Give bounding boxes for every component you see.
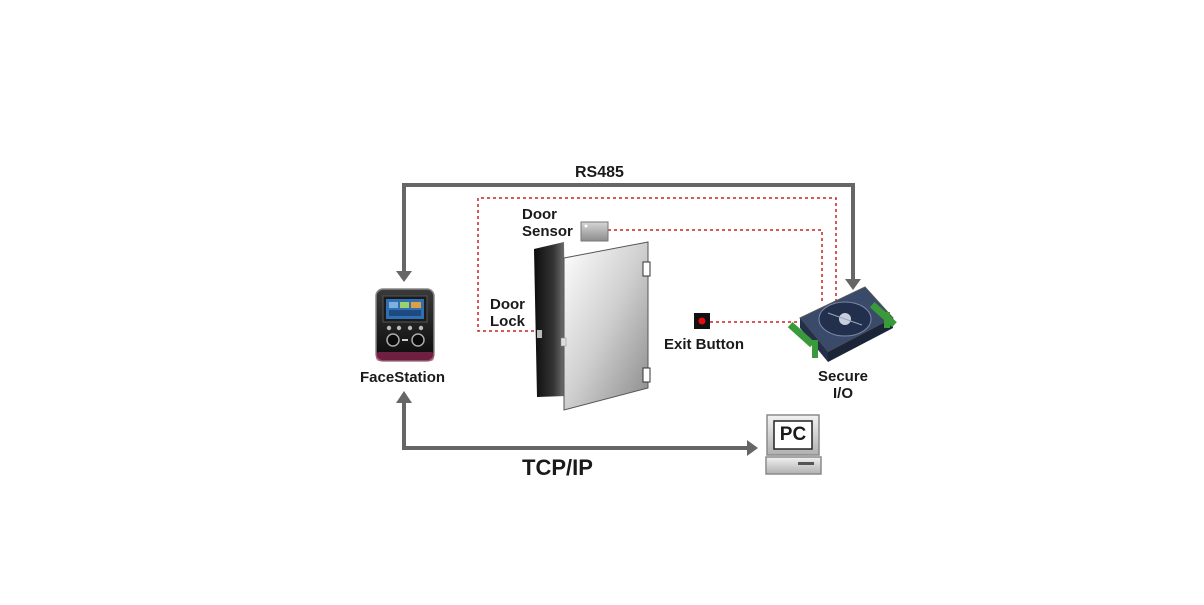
door-sensor-label-line2: Sensor bbox=[522, 223, 573, 240]
door-lock-label-line1: Door bbox=[490, 296, 525, 313]
pc-label: PC bbox=[779, 424, 807, 445]
door-sensor-icon bbox=[580, 221, 609, 242]
arrow-right-pc-icon bbox=[747, 440, 758, 456]
arrow-down-secure-io-icon bbox=[845, 279, 861, 290]
door-lock-label: Door Lock bbox=[490, 296, 525, 330]
secure-io-label-line1: Secure bbox=[817, 368, 869, 385]
tcpip-label: TCP/IP bbox=[522, 455, 593, 480]
exit-button-label: Exit Button bbox=[664, 336, 744, 353]
door bbox=[534, 241, 651, 411]
facestation-device-icon bbox=[375, 288, 435, 362]
secure-io-module-icon bbox=[787, 286, 897, 362]
door-hinge-top bbox=[642, 261, 651, 277]
rs485-line bbox=[396, 183, 861, 290]
door-sensor-label: Door Sensor bbox=[522, 206, 573, 240]
pc-icon bbox=[765, 414, 822, 475]
secure-io-label: Secure I/O bbox=[808, 368, 878, 402]
wiring-dotted bbox=[477, 197, 837, 332]
arrow-up-facestation-icon bbox=[396, 391, 412, 403]
facestation-label: FaceStation bbox=[360, 369, 446, 386]
door-latch bbox=[560, 337, 567, 347]
arrow-down-facestation-icon bbox=[396, 271, 412, 282]
door-hinge-bottom bbox=[642, 367, 651, 383]
exit-button-icon bbox=[694, 313, 710, 329]
tcpip-line bbox=[396, 391, 758, 456]
door-lock-plate bbox=[537, 330, 542, 338]
door-sensor-label-line1: Door bbox=[522, 206, 557, 223]
door-lock-label-line2: Lock bbox=[490, 313, 526, 330]
secure-io-label-line2: I/O bbox=[832, 385, 853, 402]
rs485-label: RS485 bbox=[575, 164, 624, 181]
